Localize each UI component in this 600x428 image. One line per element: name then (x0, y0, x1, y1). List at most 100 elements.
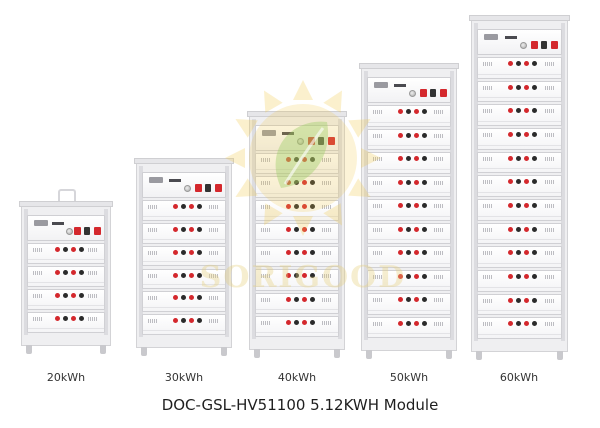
negative-terminal (532, 274, 538, 279)
vent-grille (483, 322, 493, 327)
vent-grille (483, 298, 493, 303)
vent-grille (545, 298, 555, 303)
negative-terminal (293, 250, 299, 255)
breaker-switch (308, 137, 315, 145)
negative-terminal (309, 250, 315, 255)
negative-terminal (63, 316, 69, 321)
battery-module (27, 289, 105, 310)
positive-terminal (188, 226, 194, 232)
negative-terminal (515, 203, 521, 208)
vent-grille (373, 204, 383, 208)
module-seam (143, 307, 225, 309)
vent-grille (148, 227, 158, 232)
module-seam (368, 192, 450, 193)
vent-grille (209, 227, 219, 232)
negative-terminal (405, 226, 411, 232)
rack-foot (100, 345, 106, 354)
negative-terminal (293, 273, 299, 279)
rack-foot (141, 347, 147, 356)
breaker-switch (318, 137, 324, 145)
positive-terminal (507, 250, 513, 256)
positive-terminal (413, 320, 419, 326)
positive-terminal (507, 274, 513, 279)
rack-foot (26, 345, 32, 354)
battery-module (367, 128, 451, 150)
positive-terminal (524, 108, 530, 114)
negative-terminal (532, 250, 538, 256)
battery-module (477, 128, 562, 150)
vent-grille (148, 205, 158, 209)
negative-terminal (421, 320, 427, 326)
negative-terminal (180, 204, 186, 209)
positive-terminal (524, 61, 530, 66)
vent-grille (545, 227, 555, 232)
vent-grille (322, 320, 332, 325)
negative-terminal (309, 203, 315, 209)
positive-terminal (507, 155, 513, 161)
display-screen (149, 177, 163, 183)
battery-module (255, 315, 339, 337)
positive-terminal (397, 226, 403, 232)
brand-logo (394, 84, 407, 87)
breaker-switch (551, 41, 558, 49)
positive-terminal (524, 132, 530, 137)
positive-terminal (301, 250, 307, 255)
battery-module (255, 246, 339, 268)
positive-terminal (172, 295, 178, 301)
positive-terminal (188, 318, 194, 324)
display-screen (374, 82, 388, 88)
vent-grille (261, 297, 271, 302)
positive-terminal (413, 109, 419, 114)
control-module (27, 215, 105, 241)
negative-terminal (405, 109, 411, 114)
negative-terminal (405, 320, 411, 326)
battery-module (477, 57, 562, 79)
vent-grille (483, 156, 493, 161)
vent-grille (33, 248, 43, 252)
positive-terminal (397, 156, 403, 161)
negative-terminal (293, 296, 299, 302)
battery-module (255, 176, 339, 198)
battery-module (142, 314, 226, 335)
brand-logo (52, 222, 65, 225)
positive-terminal (507, 132, 513, 137)
negative-terminal (309, 180, 315, 186)
breaker-switch (205, 184, 211, 192)
positive-terminal (413, 273, 419, 279)
battery-module (27, 312, 105, 333)
control-module (477, 29, 562, 55)
vent-grille (545, 85, 555, 90)
breaker-switch (94, 227, 101, 235)
positive-terminal (397, 297, 403, 302)
module-seam (256, 285, 338, 287)
battery-module (367, 316, 451, 338)
vent-grille (261, 274, 271, 279)
module-seam (478, 73, 561, 75)
vent-grille (88, 317, 98, 321)
negative-terminal (532, 61, 538, 66)
rack-foot (366, 350, 372, 359)
negative-terminal (532, 84, 538, 90)
battery-module (367, 222, 451, 244)
module-seam (256, 192, 338, 194)
positive-terminal (524, 179, 530, 185)
module-seam (143, 261, 225, 263)
negative-terminal (196, 249, 202, 255)
vent-grille (322, 227, 332, 232)
negative-terminal (421, 297, 427, 302)
positive-terminal (413, 250, 419, 255)
negative-terminal (196, 318, 202, 324)
vent-grille (148, 319, 158, 324)
positive-terminal (524, 297, 530, 303)
battery-module (367, 175, 451, 197)
positive-terminal (70, 247, 76, 252)
module-seam (256, 308, 338, 310)
negative-terminal (515, 321, 521, 327)
positive-terminal (172, 272, 178, 278)
battery-module (142, 245, 226, 267)
battery-rack-50kwh (359, 63, 459, 359)
positive-terminal (285, 250, 291, 255)
negative-terminal (421, 226, 427, 232)
vent-grille (88, 294, 98, 298)
positive-terminal (301, 319, 307, 325)
